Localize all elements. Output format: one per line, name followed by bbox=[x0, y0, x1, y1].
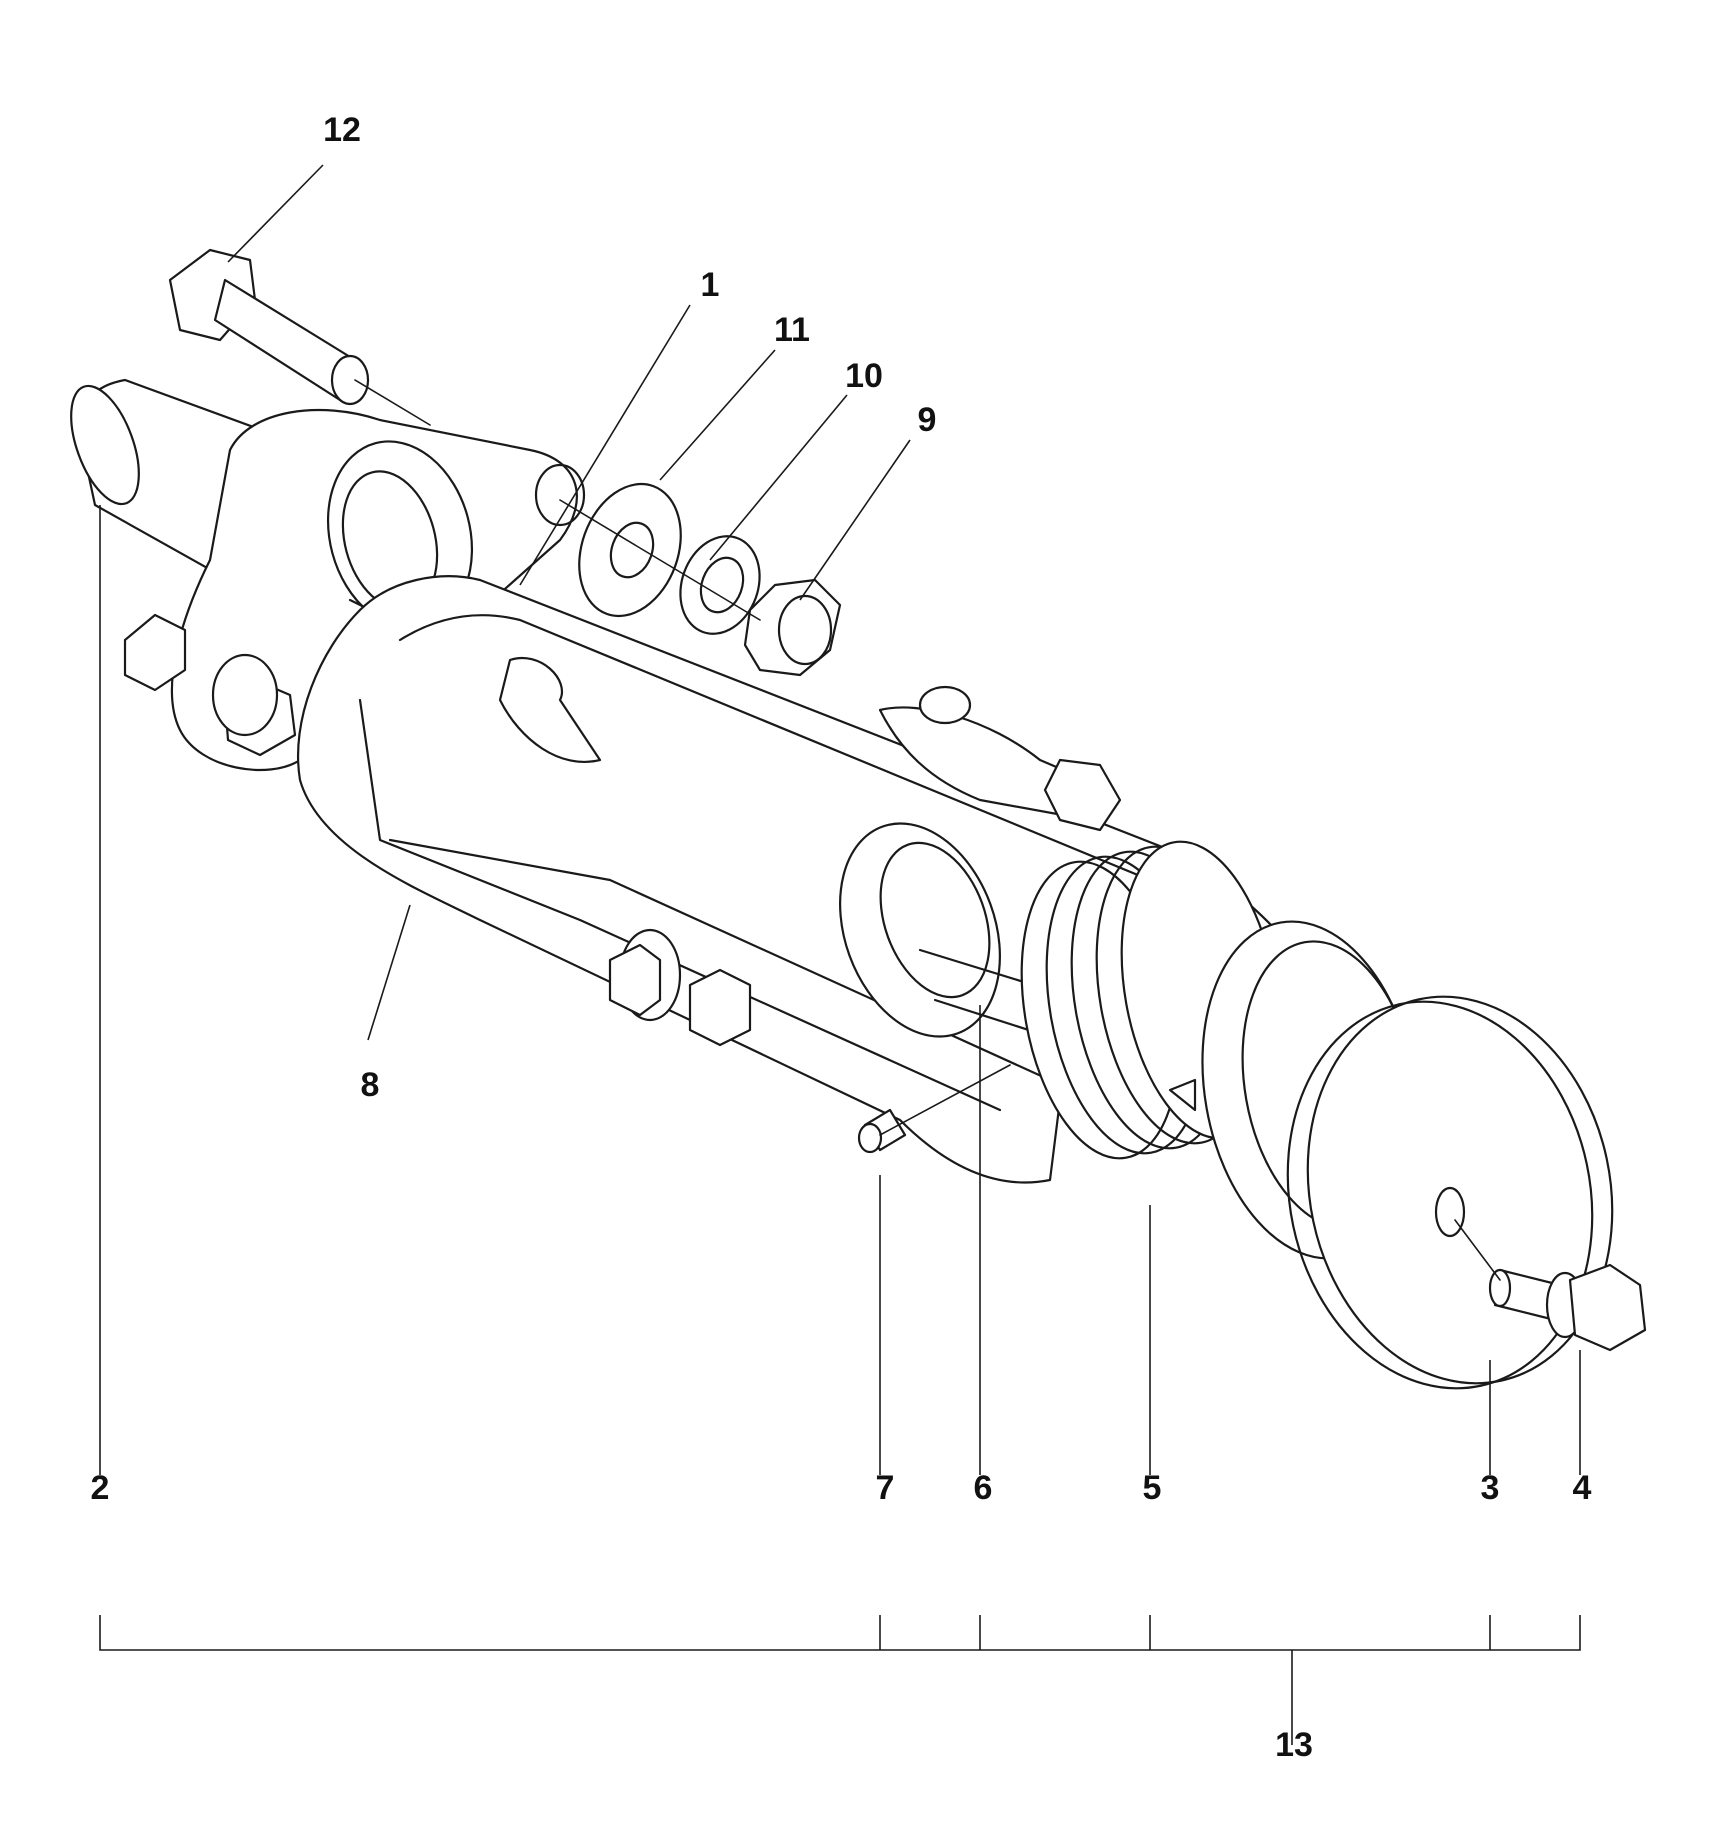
flange-nuts bbox=[123, 613, 297, 757]
callout-8: 8 bbox=[360, 1066, 380, 1104]
callout-3: 3 bbox=[1480, 1469, 1500, 1507]
callout-5: 5 bbox=[1142, 1469, 1162, 1507]
lock-washer-10 bbox=[679, 535, 761, 635]
callout-1: 1 bbox=[700, 266, 720, 304]
washer-11 bbox=[578, 482, 682, 618]
bolt-12 bbox=[168, 248, 370, 406]
callout-7: 7 bbox=[875, 1469, 895, 1507]
tensioner-arm bbox=[878, 685, 1122, 832]
callout-6: 6 bbox=[973, 1469, 993, 1507]
callout-2: 2 bbox=[90, 1469, 110, 1507]
lower-nuts bbox=[608, 928, 752, 1047]
callout-11: 11 bbox=[774, 311, 810, 349]
inner-collar bbox=[839, 822, 1062, 1042]
explode-guides bbox=[354, 379, 1501, 1281]
nut-9 bbox=[743, 578, 842, 677]
callout-10: 10 bbox=[845, 357, 883, 395]
bolt-4 bbox=[1488, 1263, 1647, 1352]
callout-9: 9 bbox=[917, 401, 937, 439]
callout-4: 4 bbox=[1572, 1469, 1592, 1507]
leader-lines bbox=[99, 164, 1581, 1745]
pin-7 bbox=[857, 1108, 907, 1154]
disc-pulley bbox=[1201, 920, 1614, 1390]
callout-12: 12 bbox=[323, 111, 361, 149]
callout-13: 13 bbox=[1275, 1726, 1313, 1764]
